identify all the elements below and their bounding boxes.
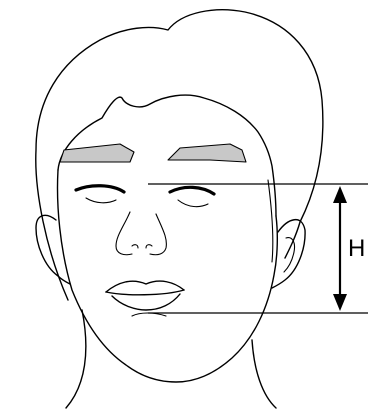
left-eye-lash-line [86, 198, 116, 203]
neck-left [66, 310, 86, 408]
lip-line [106, 290, 184, 295]
height-arrow-head-top [333, 186, 347, 203]
nose-left [116, 212, 132, 255]
right-nostril [146, 245, 152, 248]
height-arrow-head-bottom [333, 294, 347, 311]
left-eyebrow [60, 144, 134, 162]
lower-lip [112, 294, 180, 310]
left-ear [36, 215, 70, 284]
right-cheek-line [268, 180, 273, 262]
left-nostril [132, 245, 138, 248]
right-eyebrow [168, 144, 246, 162]
left-eye-closed [76, 186, 124, 192]
face-outline [58, 170, 278, 382]
upper-lip [106, 281, 184, 292]
right-eye-lash-line [178, 200, 208, 207]
height-label: H [348, 235, 365, 262]
right-eye-closed [170, 187, 214, 194]
nose-right [150, 214, 166, 255]
neck-right [252, 340, 276, 408]
